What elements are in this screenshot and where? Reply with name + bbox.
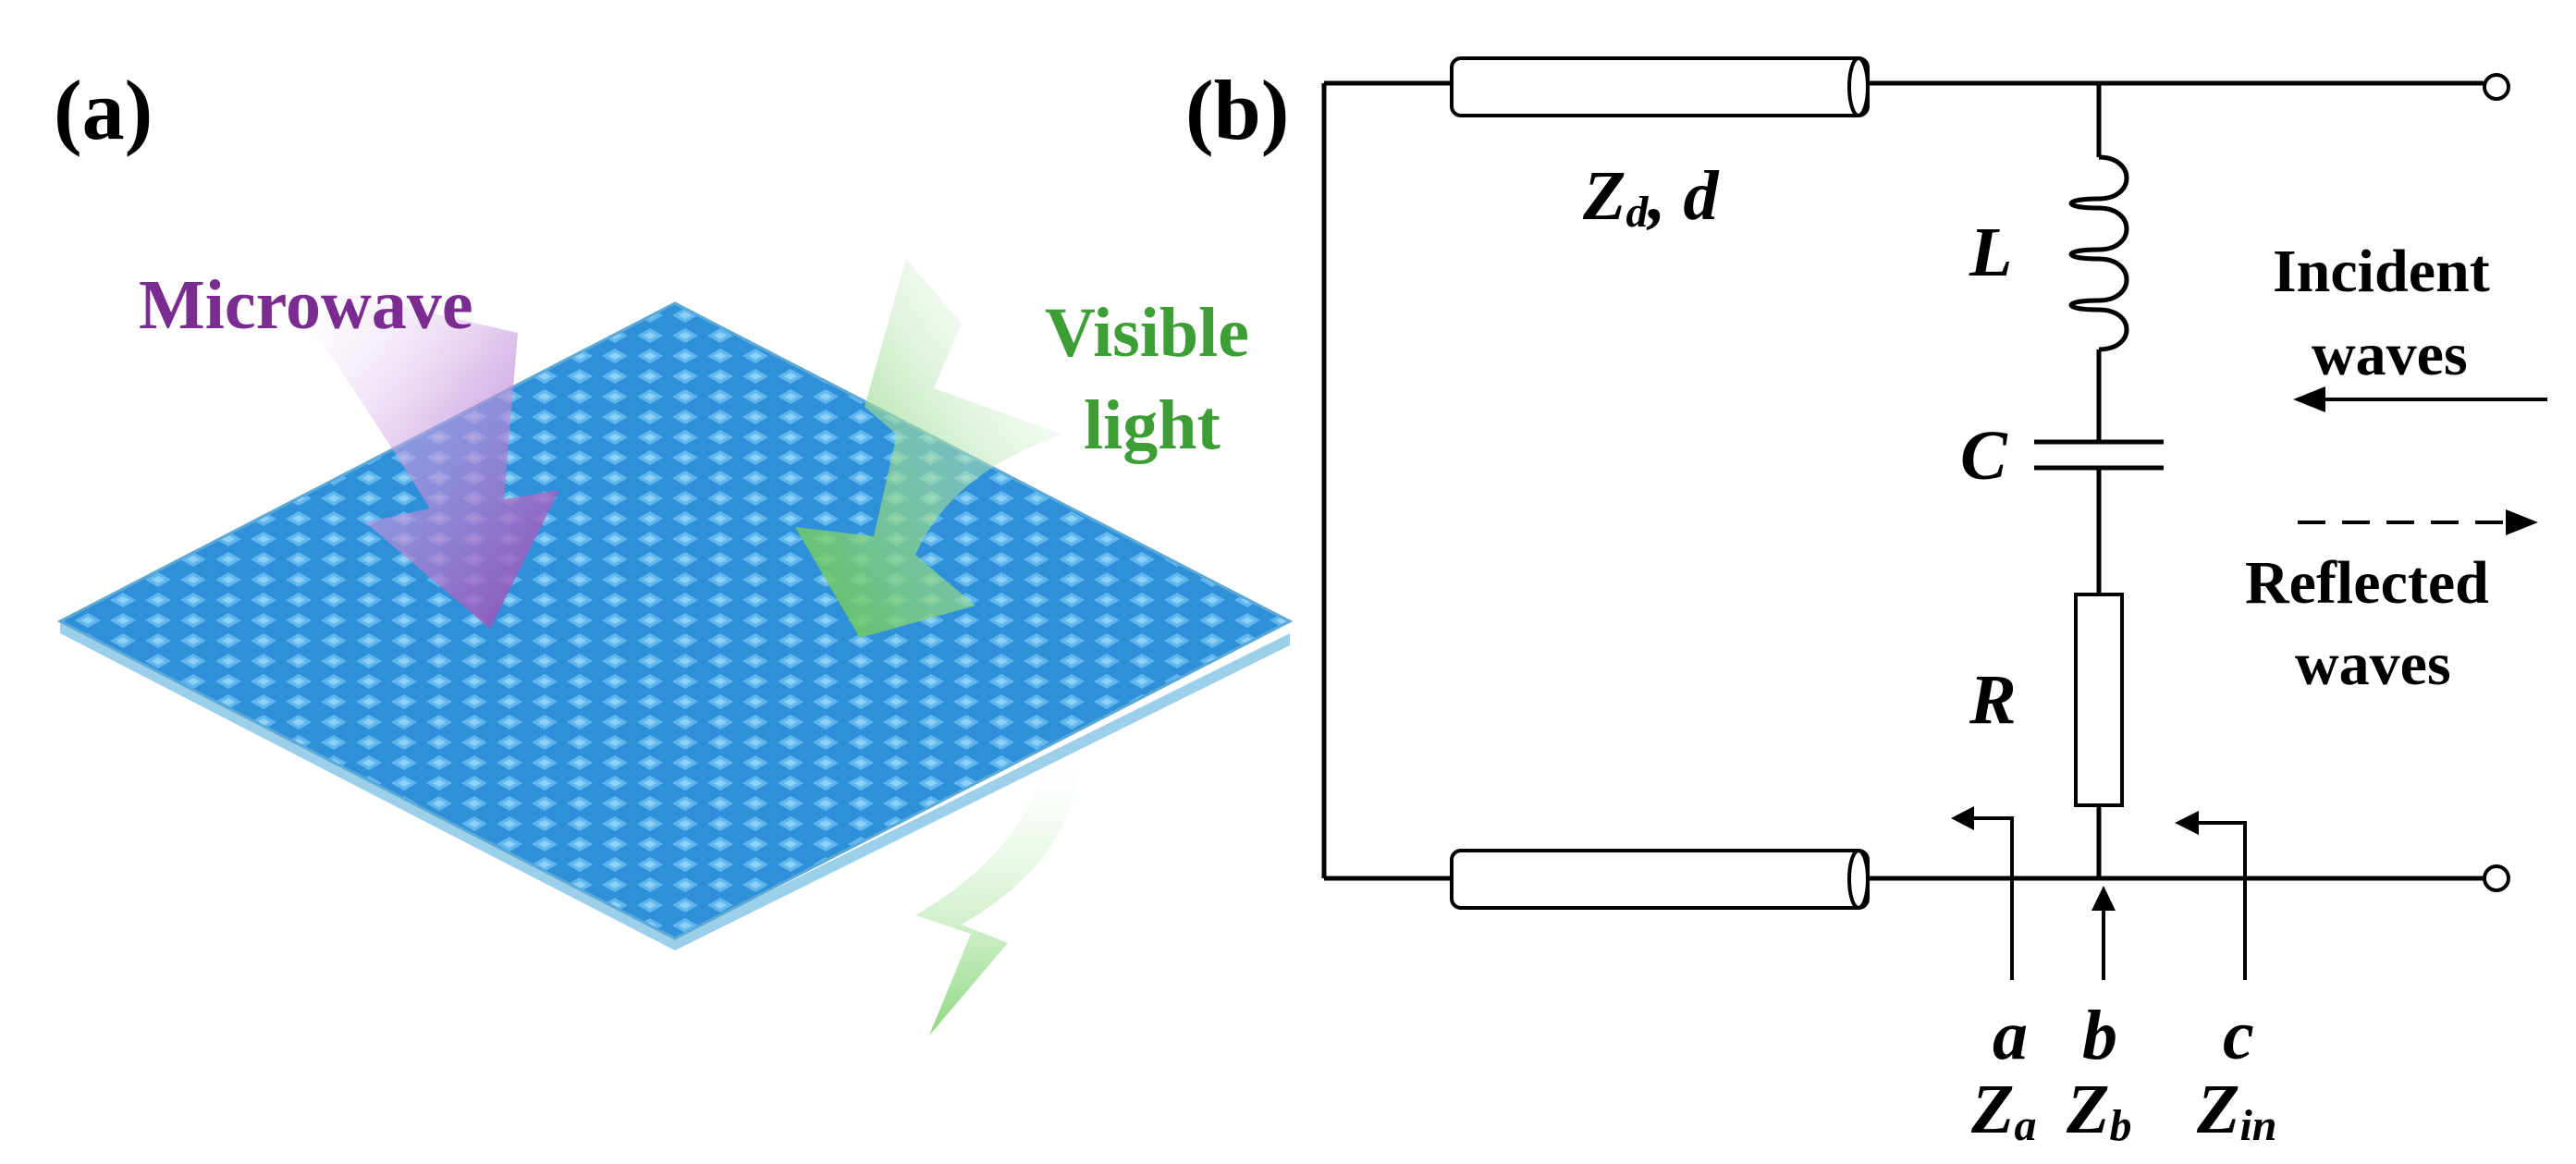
transmitted-light-arrow	[915, 758, 1077, 1035]
panel-b-label: (b)	[1185, 63, 1289, 157]
reflected-label-line1: Reflected	[2245, 549, 2489, 617]
terminal-top	[2483, 73, 2510, 101]
transmission-line-bottom	[1450, 849, 1870, 910]
transmission-line-top	[1450, 56, 1870, 117]
point-b-letter: b	[2082, 997, 2117, 1074]
impedance-in-label: Zin	[2196, 1071, 2276, 1150]
reflected-label-line2: waves	[2295, 631, 2451, 698]
reflected-arrow	[2298, 509, 2538, 535]
impedance-a-label: Za	[1970, 1071, 2036, 1150]
inductor-coil	[2068, 154, 2129, 352]
incident-arrow	[2293, 386, 2547, 412]
point-c-arrow	[2175, 811, 2247, 980]
impedance-b-label: Zb	[2066, 1071, 2131, 1150]
microwave-arrow	[277, 277, 559, 629]
metasurface-sheet	[56, 301, 1294, 950]
visible-label-line1: Visible	[1045, 294, 1249, 372]
visible-label-line2: light	[1084, 386, 1221, 464]
point-c-letter: c	[2223, 997, 2254, 1074]
point-a-arrow	[1951, 806, 2014, 980]
incident-label-line1: Incident	[2273, 238, 2490, 305]
panel-a: (a) Microwave Visible light	[54, 63, 1294, 1035]
microwave-label: Microwave	[139, 266, 473, 344]
point-a-letter: a	[1993, 997, 2028, 1074]
visible-light-arrow	[795, 259, 1063, 638]
inductor-label: L	[1969, 214, 2012, 291]
terminal-bottom	[2483, 864, 2510, 892]
point-b-arrow	[2091, 886, 2116, 980]
resistor-label: R	[1969, 661, 2017, 739]
panel-b: (b) Zd, d	[1185, 56, 2547, 1150]
panel-a-label: (a)	[54, 63, 153, 157]
line-impedance-label: Zd, d	[1582, 157, 1719, 237]
resistor	[2074, 593, 2124, 807]
incident-label-line2: waves	[2312, 321, 2468, 388]
capacitor-label: C	[1960, 417, 2008, 495]
